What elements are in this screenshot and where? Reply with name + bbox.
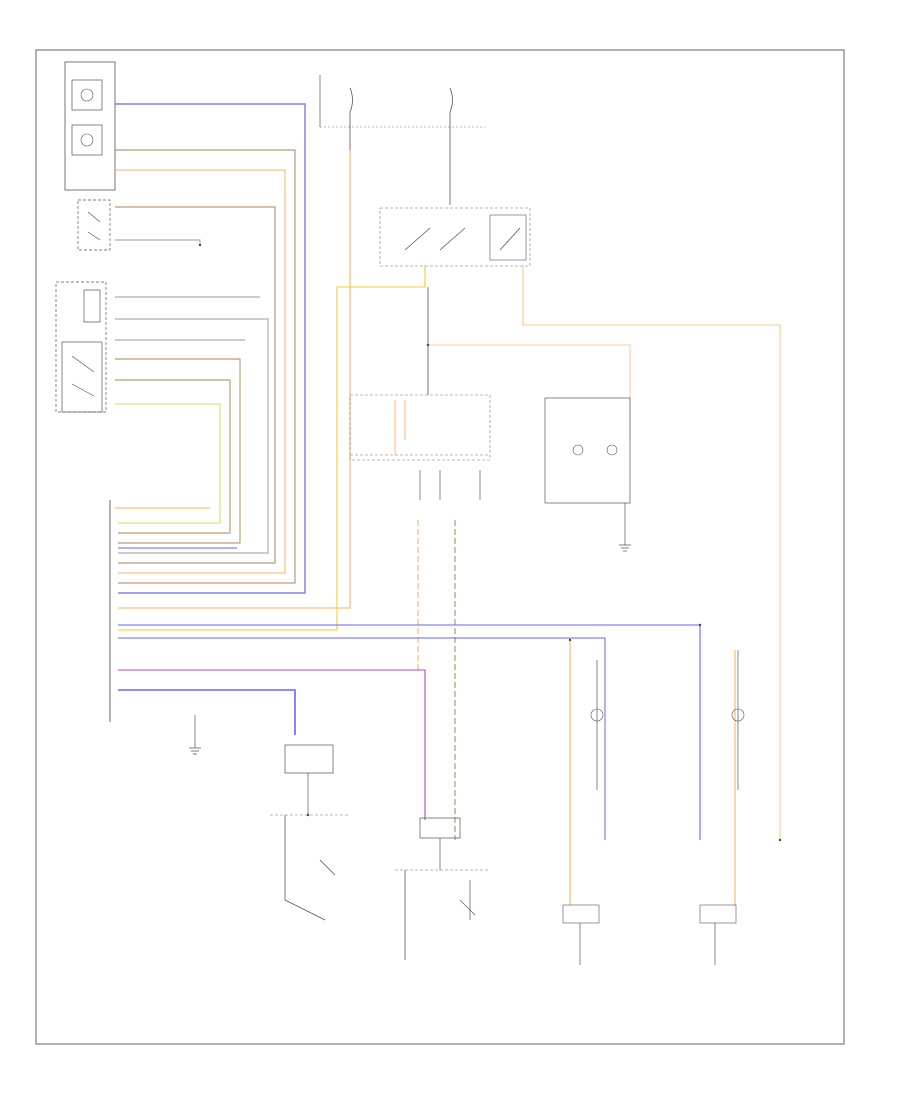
connector-c1 [270, 744, 350, 921]
right-relay-box [544, 397, 631, 535]
connector-dots [198, 243, 782, 842]
hot-fuse-right [449, 87, 453, 205]
ground-g2 [619, 535, 631, 552]
wire-purple [118, 669, 426, 820]
wire-blue-5 [118, 689, 296, 735]
center-switch-cluster [349, 394, 491, 500]
lamp-left-front [562, 640, 604, 965]
diagram-border [35, 49, 845, 1045]
wire-yellow-green [115, 403, 221, 524]
multifunction-switch [55, 281, 107, 413]
wire-orange-4 [428, 344, 631, 440]
wire-blue-1 [115, 103, 306, 594]
wire-brown-2 [115, 206, 276, 564]
wire-orange-3 [118, 150, 351, 609]
hot-fuse-left [319, 75, 485, 150]
wire-gray-3 [115, 318, 269, 554]
wire-blue-4 [118, 637, 606, 840]
mirror-switch [64, 61, 116, 191]
relay-main [379, 207, 531, 267]
ground-g1 [189, 715, 201, 755]
wire-brown-4 [115, 379, 231, 534]
wire-brown-1 [115, 149, 296, 584]
wire-yellow-orange-1 [118, 265, 426, 631]
wire-gray-1 [115, 239, 201, 245]
wire-blue-3 [118, 624, 701, 840]
wire-brown-3 [115, 358, 241, 544]
wire-yellow-orange-2 [522, 265, 781, 840]
hazard-flasher [77, 199, 111, 251]
lamp-right-front [699, 650, 745, 965]
connector-c2 [395, 817, 490, 960]
wire-orange-1 [115, 169, 286, 574]
